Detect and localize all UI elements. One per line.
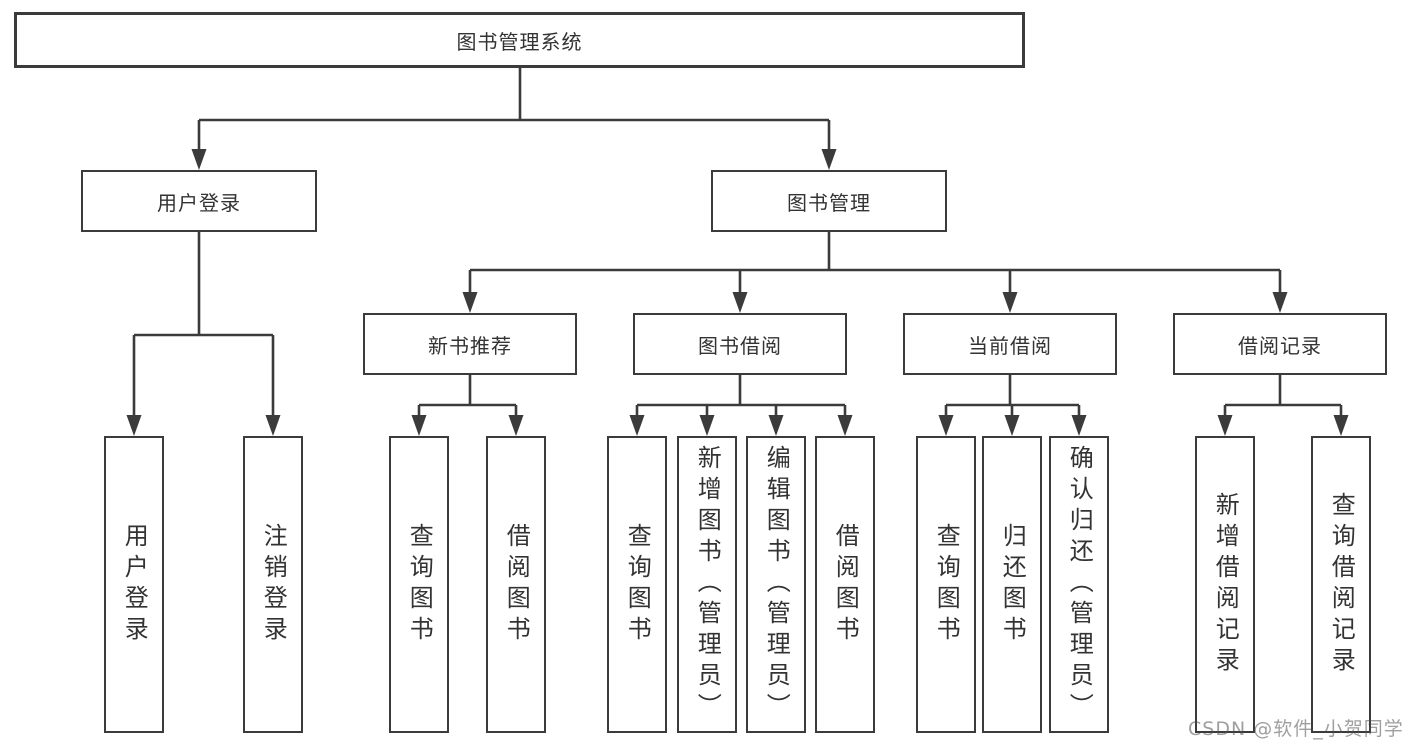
arrowhead — [1333, 415, 1349, 436]
arrowhead — [1272, 292, 1288, 313]
leaf-add-borrowing-record: 新增借阅记录 — [1195, 436, 1255, 733]
arrowhead — [265, 415, 281, 436]
csdn-watermark: CSDN @软件_小贺同学 — [1188, 718, 1404, 740]
node-label: 新书推荐 — [428, 333, 512, 358]
leaf-add-books-admin: 新增图书（管理员） — [677, 436, 737, 733]
node-label: 查询借阅记录 — [1327, 491, 1356, 678]
connector-new-book-branch — [417, 375, 518, 418]
arrowhead — [821, 149, 837, 170]
node-label: 借阅图书 — [502, 522, 531, 647]
arrowhead — [126, 415, 142, 436]
arrowhead — [629, 415, 645, 436]
node-label: 编辑图书（管理员） — [762, 445, 791, 724]
node-label: 查询图书 — [405, 522, 434, 647]
node-book-management: 图书管理 — [711, 170, 947, 232]
arrowheads — [126, 149, 1349, 436]
node-label: 用户登录 — [120, 522, 149, 647]
arrowhead — [938, 415, 954, 436]
node-label: 查询图书 — [932, 522, 961, 647]
arrowhead — [191, 149, 207, 170]
node-user-login: 用户登录 — [81, 170, 317, 232]
connector-current-borrowing-branch — [944, 375, 1081, 418]
leaf-borrow-books-borrowing: 借阅图书 — [815, 436, 875, 733]
leaf-user-login: 用户登录 — [104, 436, 164, 733]
node-label: 确认归还（管理员） — [1065, 445, 1094, 724]
node-label: 新增借阅记录 — [1211, 491, 1240, 678]
node-book-borrowing: 图书借阅 — [633, 313, 847, 375]
node-label: 图书借阅 — [698, 333, 782, 358]
connector-user-login-branch — [132, 232, 275, 418]
leaf-borrow-books-recommend: 借阅图书 — [486, 436, 546, 733]
connector-book-management-branch — [468, 232, 1282, 295]
node-library-management-system: 图书管理系统 — [14, 12, 1025, 68]
node-label: 借阅图书 — [831, 522, 860, 647]
node-label: 注销登录 — [259, 522, 288, 647]
arrowhead — [508, 415, 524, 436]
leaf-return-books: 归还图书 — [982, 436, 1042, 733]
node-label: 查询图书 — [623, 522, 652, 647]
arrowhead — [411, 415, 427, 436]
arrowhead — [1002, 292, 1018, 313]
node-new-book-recommendation: 新书推荐 — [363, 313, 577, 375]
connector-borrowing-records-branch — [1223, 375, 1343, 418]
node-borrowing-records: 借阅记录 — [1173, 313, 1387, 375]
arrowhead — [699, 415, 715, 436]
arrowhead — [837, 415, 853, 436]
node-label: 当前借阅 — [968, 333, 1052, 358]
node-current-borrowing: 当前借阅 — [903, 313, 1117, 375]
leaf-logout: 注销登录 — [243, 436, 303, 733]
node-label: 图书管理系统 — [456, 29, 583, 54]
leaf-query-borrowing-record: 查询借阅记录 — [1311, 436, 1371, 733]
node-label: 归还图书 — [998, 522, 1027, 647]
leaf-confirm-return-admin: 确认归还（管理员） — [1049, 436, 1109, 733]
arrowhead — [462, 292, 478, 313]
leaf-query-books-recommend: 查询图书 — [389, 436, 449, 733]
arrowhead — [1071, 415, 1087, 436]
arrowhead — [1004, 415, 1020, 436]
arrowhead — [768, 415, 784, 436]
connector-root-to-level2 — [197, 68, 831, 152]
node-label: 图书管理 — [787, 190, 871, 215]
node-label: 借阅记录 — [1238, 333, 1322, 358]
connector-book-borrowing-branch — [635, 375, 847, 418]
node-label: 用户登录 — [157, 190, 241, 215]
arrowhead — [1217, 415, 1233, 436]
leaf-query-books-borrowing: 查询图书 — [607, 436, 667, 733]
leaf-query-books-current: 查询图书 — [916, 436, 976, 733]
node-label: 新增图书（管理员） — [693, 445, 722, 724]
leaf-edit-books-admin: 编辑图书（管理员） — [746, 436, 806, 733]
arrowhead — [732, 292, 748, 313]
